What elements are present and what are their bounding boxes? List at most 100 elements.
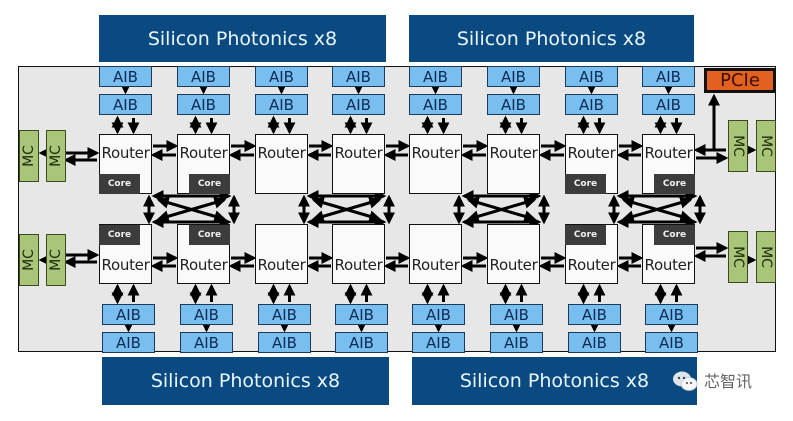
router-label: Router bbox=[644, 144, 693, 162]
mc-label: MC bbox=[730, 246, 747, 268]
wechat-icon bbox=[672, 370, 698, 391]
core-label: Core bbox=[107, 230, 132, 240]
aib-block: AIB bbox=[332, 66, 385, 87]
aib-label: AIB bbox=[582, 305, 607, 324]
aib-label: AIB bbox=[504, 305, 529, 324]
mc-label: MC bbox=[48, 249, 65, 271]
router-label: Router bbox=[334, 144, 383, 162]
core-label: Core bbox=[107, 179, 132, 189]
aib-block: AIB bbox=[177, 66, 230, 87]
core-label: Core bbox=[662, 230, 687, 240]
aib-block: AIB bbox=[645, 332, 698, 353]
aib-label: AIB bbox=[269, 67, 294, 86]
silicon-photonics-label: Silicon Photonics x8 bbox=[150, 370, 341, 392]
core-label: Core bbox=[573, 230, 598, 240]
router-label: Router bbox=[567, 256, 616, 274]
aib-label: AIB bbox=[501, 95, 526, 114]
aib-block: AIB bbox=[258, 332, 311, 353]
aib-label: AIB bbox=[659, 333, 684, 352]
core-block: Core bbox=[654, 174, 695, 194]
aib-label: AIB bbox=[504, 333, 529, 352]
aib-label: AIB bbox=[501, 67, 526, 86]
aib-label: AIB bbox=[346, 67, 371, 86]
aib-block: AIB bbox=[255, 94, 308, 115]
aib-block: AIB bbox=[568, 304, 621, 325]
aib-label: AIB bbox=[423, 95, 448, 114]
aib-label: AIB bbox=[191, 95, 216, 114]
router-label: Router bbox=[411, 256, 460, 274]
core-label: Core bbox=[197, 179, 222, 189]
aib-block: AIB bbox=[412, 332, 465, 353]
router-top: Router bbox=[255, 134, 308, 194]
aib-block: AIB bbox=[180, 304, 233, 325]
aib-block: AIB bbox=[642, 94, 695, 115]
aib-block: AIB bbox=[177, 94, 230, 115]
core-block: Core bbox=[654, 225, 695, 245]
memory-controller: MC bbox=[728, 231, 748, 283]
silicon-photonics-label: Silicon Photonics x8 bbox=[456, 27, 647, 50]
aib-block: AIB bbox=[102, 332, 155, 353]
aib-label: AIB bbox=[656, 95, 681, 114]
aib-label: AIB bbox=[113, 95, 138, 114]
aib-block: AIB bbox=[99, 66, 152, 87]
aib-label: AIB bbox=[579, 95, 604, 114]
watermark: 芯智讯 bbox=[672, 368, 752, 392]
aib-label: AIB bbox=[194, 305, 219, 324]
aib-block: AIB bbox=[412, 304, 465, 325]
link-arrow bbox=[311, 196, 382, 223]
aib-block: AIB bbox=[99, 94, 152, 115]
router-top: Router bbox=[409, 134, 462, 194]
aib-label: AIB bbox=[656, 67, 681, 86]
aib-label: AIB bbox=[349, 333, 374, 352]
core-block: Core bbox=[189, 174, 230, 194]
router-top: Router bbox=[332, 134, 385, 194]
core-block: Core bbox=[99, 225, 140, 245]
router-label: Router bbox=[179, 144, 228, 162]
mc-label: MC bbox=[21, 249, 38, 271]
router-bottom: Router bbox=[487, 224, 540, 284]
router-label: Router bbox=[179, 256, 228, 274]
silicon-photonics-top-left: Silicon Photonics x8 bbox=[99, 15, 386, 62]
aib-block: AIB bbox=[332, 94, 385, 115]
silicon-photonics-label: Silicon Photonics x8 bbox=[459, 370, 650, 392]
router-label: Router bbox=[489, 256, 538, 274]
aib-block: AIB bbox=[258, 304, 311, 325]
aib-block: AIB bbox=[335, 304, 388, 325]
pcie-block: PCIe bbox=[704, 68, 776, 93]
core-block: Core bbox=[99, 174, 140, 194]
silicon-photonics-label: Silicon Photonics x8 bbox=[147, 27, 338, 50]
aib-label: AIB bbox=[346, 95, 371, 114]
memory-controller: MC bbox=[728, 120, 748, 172]
router-bottom: Router bbox=[332, 224, 385, 284]
router-bottom: Router bbox=[255, 224, 308, 284]
aib-block: AIB bbox=[487, 66, 540, 87]
router-bottom: Router Core bbox=[565, 224, 618, 284]
aib-block: AIB bbox=[645, 304, 698, 325]
watermark-text: 芯智讯 bbox=[704, 372, 753, 391]
aib-label: AIB bbox=[272, 333, 297, 352]
link-arrow bbox=[466, 196, 537, 223]
mc-label: MC bbox=[758, 135, 775, 157]
aib-block: AIB bbox=[335, 332, 388, 353]
link-arrow bbox=[621, 196, 693, 223]
router-label: Router bbox=[411, 144, 460, 162]
core-label: Core bbox=[662, 179, 687, 189]
silicon-photonics-bottom-left: Silicon Photonics x8 bbox=[102, 357, 389, 405]
mc-label: MC bbox=[48, 145, 65, 167]
aib-label: AIB bbox=[659, 305, 684, 324]
memory-controller: MC bbox=[756, 120, 776, 172]
aib-label: AIB bbox=[426, 333, 451, 352]
router-label: Router bbox=[334, 256, 383, 274]
memory-controller: MC bbox=[19, 234, 39, 286]
aib-label: AIB bbox=[272, 305, 297, 324]
aib-label: AIB bbox=[116, 305, 141, 324]
aib-label: AIB bbox=[113, 67, 138, 86]
aib-label: AIB bbox=[349, 305, 374, 324]
aib-block: AIB bbox=[180, 332, 233, 353]
